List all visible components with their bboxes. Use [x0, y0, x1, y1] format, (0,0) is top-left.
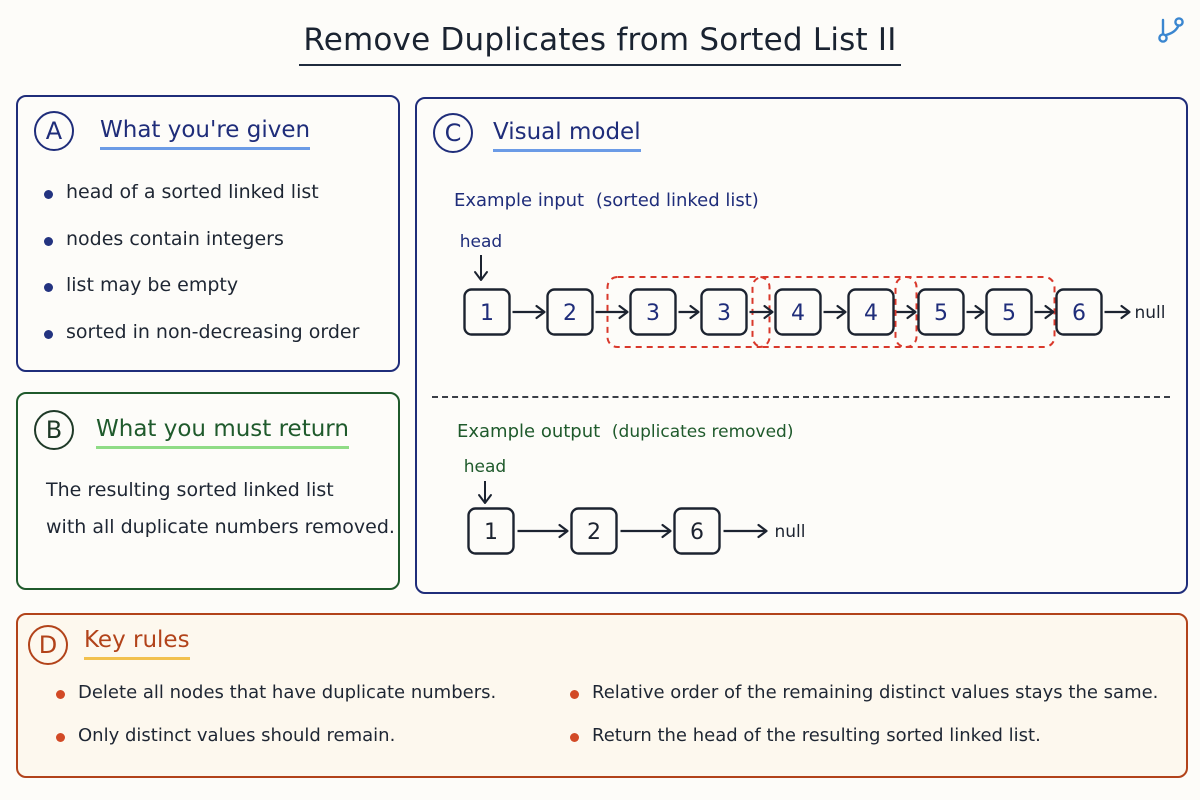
list-node [546, 288, 594, 336]
input-label: Example input (sorted linked list) [454, 190, 759, 211]
panel-c-letter: C [433, 113, 473, 153]
panel-b-letter: B [34, 410, 74, 450]
rule-item: Only distinct values should remain. [54, 725, 496, 768]
next-arrow-head [558, 523, 569, 539]
section-divider [432, 396, 1170, 398]
head-pointer-tip [478, 494, 492, 504]
list-node-value: 3 [646, 301, 660, 326]
list-node [1055, 288, 1103, 336]
null-arrow-head [1120, 304, 1131, 320]
rules-left: Delete all nodes that have duplicate num… [54, 682, 496, 768]
output-label-main: Example output [457, 421, 601, 442]
list-node-value: 6 [1072, 301, 1086, 326]
input-label-main: Example input [454, 190, 585, 211]
list-item: head of a sorted linked list [42, 181, 359, 228]
panel-key-rules: D Key rules Delete all nodes that have d… [16, 613, 1188, 778]
list-item: list may be empty [42, 274, 359, 321]
list-node-value: 5 [1002, 301, 1016, 326]
null-arrow-head [757, 523, 768, 539]
list-node-value: 6 [690, 520, 704, 545]
panel-must-return: B What you must return The resulting sor… [16, 392, 400, 590]
panel-b-heading: What you must return [96, 416, 349, 449]
next-arrow-head [535, 304, 546, 320]
output-label-note: (duplicates removed) [611, 422, 794, 442]
list-item: sorted in non-decreasing order [42, 321, 359, 368]
list-node [700, 288, 748, 336]
panel-a-letter: A [34, 111, 74, 151]
duplicate-group-box [606, 276, 771, 348]
list-node [673, 507, 721, 555]
return-line-2: with all duplicate numbers removed. [46, 516, 395, 538]
next-arrow-head [906, 304, 917, 320]
head-label: head [464, 457, 506, 477]
list-node-value: 3 [717, 301, 731, 326]
list-node [629, 288, 677, 336]
next-arrow-head [661, 523, 672, 539]
list-node [917, 288, 965, 336]
null-label: null [775, 522, 806, 542]
list-node-value: 5 [934, 301, 948, 326]
rule-item: Return the head of the resulting sorted … [568, 725, 1158, 768]
next-arrow-head [836, 304, 847, 320]
list-node [985, 288, 1033, 336]
next-arrow-head [618, 304, 629, 320]
head-label: head [460, 232, 502, 252]
page-title: Remove Duplicates from Sorted List II [299, 22, 901, 66]
linked-list-diagram: head 1 2 3 3 4 4 5 5 6 null head 1 2 6 null [460, 232, 1166, 555]
panel-whats-given: A What you're given head of a sorted lin… [16, 95, 400, 372]
next-arrow-head [763, 304, 774, 320]
list-node [463, 288, 511, 336]
list-node-value: 2 [563, 301, 577, 326]
rules-right: Relative order of the remaining distinct… [568, 682, 1158, 768]
rule-item: Relative order of the remaining distinct… [568, 682, 1158, 725]
list-node [774, 288, 822, 336]
list-item: nodes contain integers [42, 228, 359, 275]
output-label: Example output (duplicates removed) [457, 421, 794, 442]
return-description: The resulting sorted linked list with al… [46, 472, 395, 546]
list-node-value: 4 [791, 301, 805, 326]
input-label-note: (sorted linked list) [595, 190, 759, 211]
list-node-value: 1 [484, 520, 498, 545]
list-node-value: 2 [587, 520, 601, 545]
list-node [570, 507, 618, 555]
panel-visual-model: C Visual model Example input (sorted lin… [415, 97, 1188, 594]
list-node-value: 1 [480, 301, 494, 326]
branch-icon [1158, 17, 1184, 43]
list-node-value: 4 [864, 301, 878, 326]
panel-d-letter: D [28, 625, 68, 665]
next-arrow-head [974, 304, 985, 320]
panel-c-heading: Visual model [493, 119, 641, 152]
list-node [847, 288, 895, 336]
null-label: null [1135, 303, 1166, 323]
head-pointer-tip [474, 271, 488, 281]
next-arrow-head [689, 304, 700, 320]
return-line-1: The resulting sorted linked list [46, 479, 334, 501]
list-node [467, 507, 515, 555]
rule-item: Delete all nodes that have duplicate num… [54, 682, 496, 725]
next-arrow-head [1044, 304, 1055, 320]
given-list: head of a sorted linked list nodes conta… [42, 181, 359, 367]
panel-d-heading: Key rules [84, 627, 190, 660]
panel-a-heading: What you're given [100, 117, 311, 150]
title-wrap: Remove Duplicates from Sorted List II [0, 22, 1200, 66]
